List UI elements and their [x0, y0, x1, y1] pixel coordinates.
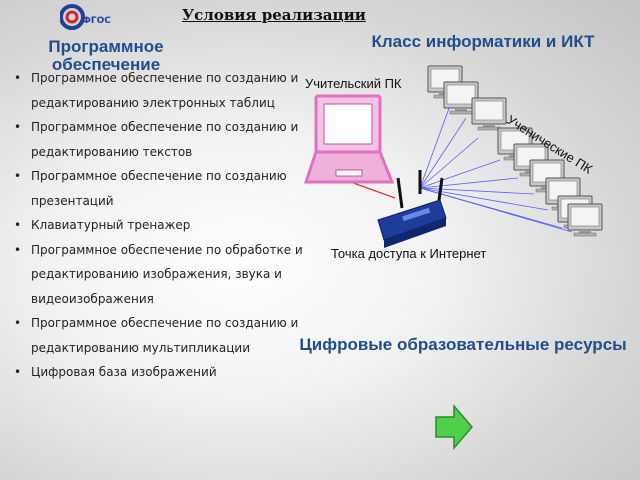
class-section-title: Класс информатики и ИКТ: [371, 32, 595, 51]
list-item: Программное обеспечение по созданию и ре…: [14, 66, 304, 115]
list-item: Программное обеспечение по созданию и ре…: [14, 115, 304, 164]
list-item: Цифровая база изображений: [14, 360, 304, 385]
list-item: Программное обеспечение по созданию през…: [14, 164, 304, 213]
digital-resources-title: Цифровые образовательные ресурсы: [299, 335, 627, 354]
laptop-icon: [303, 94, 395, 184]
access-point-label: Точка доступа к Интернет: [331, 246, 487, 261]
logo-text: ФГОС: [82, 16, 111, 26]
list-item: Клавиатурный тренажер: [14, 213, 304, 238]
page-title: Условия реализации: [182, 6, 366, 24]
fgos-logo-icon: ФГОС: [60, 4, 111, 30]
desktop-monitor-icon: [567, 203, 603, 237]
list-item: Программное обеспечение по созданию и ре…: [14, 311, 304, 360]
arrow-right-icon[interactable]: [434, 404, 474, 450]
software-list: Программное обеспечение по созданию и ре…: [14, 66, 304, 385]
wifi-router-icon: [377, 170, 447, 248]
network-links: [419, 99, 573, 233]
teacher-pc-label: Учительский ПК: [305, 76, 402, 91]
list-item: Программное обеспечение по обработке и р…: [14, 238, 304, 312]
desktop-monitor-icon: [471, 97, 507, 131]
